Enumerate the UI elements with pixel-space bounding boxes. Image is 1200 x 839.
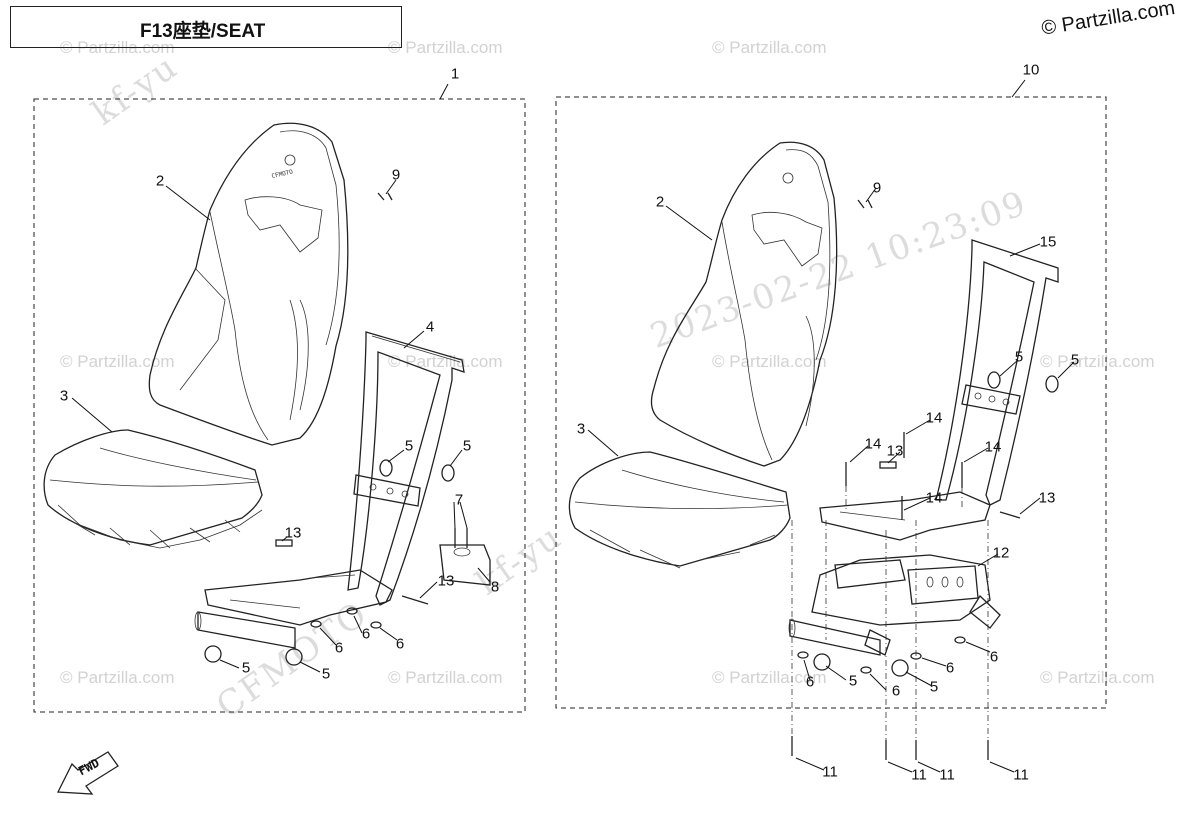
callout: 5: [1014, 348, 1024, 366]
watermark: © Partzilla.com: [1040, 668, 1155, 687]
callout: 5: [241, 659, 251, 677]
callout: 5: [462, 437, 472, 455]
page-title: F13座垫/SEAT: [140, 21, 266, 42]
callout: 14: [925, 489, 943, 507]
seat-cushion: [43, 429, 263, 549]
callout: 3: [59, 387, 69, 405]
watermark: © Partzilla.com: [60, 352, 175, 371]
seat-frame-2: [819, 239, 1059, 541]
callout: 6: [334, 639, 344, 657]
watermark: © Partzilla.com: [1040, 352, 1155, 371]
seat-backrest: [148, 122, 349, 446]
callout-assembly-1: 1: [450, 65, 460, 83]
callout: 14: [864, 435, 882, 453]
callout: 2: [655, 193, 665, 211]
callout: 2: [155, 172, 165, 190]
callout: 9: [391, 166, 401, 184]
callout: 9: [872, 179, 882, 197]
callout: 11: [939, 766, 955, 784]
assembly-10-frame: [555, 96, 1107, 709]
callout: 5: [1070, 351, 1080, 369]
callout: 8: [490, 578, 500, 596]
callout: 3: [576, 420, 586, 438]
callout-assembly-10: 10: [1022, 61, 1040, 79]
fwd-arrow-icon: [56, 751, 119, 795]
callout: 7: [454, 491, 464, 509]
callout: 4: [425, 318, 435, 336]
callout: 15: [1039, 233, 1057, 251]
seat-slider-2: [788, 554, 1001, 656]
callout: 6: [891, 682, 901, 700]
callout: 11: [822, 763, 838, 781]
assembly-1-frame: [33, 98, 526, 713]
callout: 11: [911, 766, 927, 784]
callout: 6: [805, 673, 815, 691]
callout: 13: [886, 442, 904, 460]
callout: 6: [989, 648, 999, 666]
callout: 6: [945, 659, 955, 677]
watermark: © Partzilla.com: [60, 668, 175, 687]
callout: 12: [992, 544, 1010, 562]
callout: 13: [437, 572, 455, 590]
callout: 5: [848, 672, 858, 690]
callout: 13: [1038, 489, 1056, 507]
callout: 5: [929, 678, 939, 696]
watermark: © Partzilla.com: [388, 38, 503, 57]
seat-frame: [194, 331, 465, 649]
callout: 5: [321, 665, 331, 683]
watermark: © Partzilla.com: [388, 668, 503, 687]
watermark: © Partzilla.com: [712, 352, 827, 371]
seat-cushion-2: [568, 451, 791, 569]
callout: 5: [404, 437, 414, 455]
callout: 14: [984, 438, 1002, 456]
callout: 6: [361, 625, 371, 643]
logo-text: CFMOTO: [271, 169, 294, 180]
watermark: © Partzilla.com: [712, 668, 827, 687]
title-box: [10, 6, 402, 48]
callout: 11: [1013, 766, 1029, 784]
leaders-assy-10: [587, 187, 1075, 773]
hardware-assy-1: [204, 192, 491, 666]
callout: 13: [284, 524, 302, 542]
callout: 6: [395, 635, 405, 653]
seat-backrest-2: [650, 141, 838, 467]
watermark: © Partzilla.com: [712, 38, 827, 57]
alignment-lines: [791, 486, 989, 740]
leaders-assy-1: [71, 179, 491, 673]
hardware-assy-10: [791, 199, 1059, 760]
callout: 14: [925, 409, 943, 427]
